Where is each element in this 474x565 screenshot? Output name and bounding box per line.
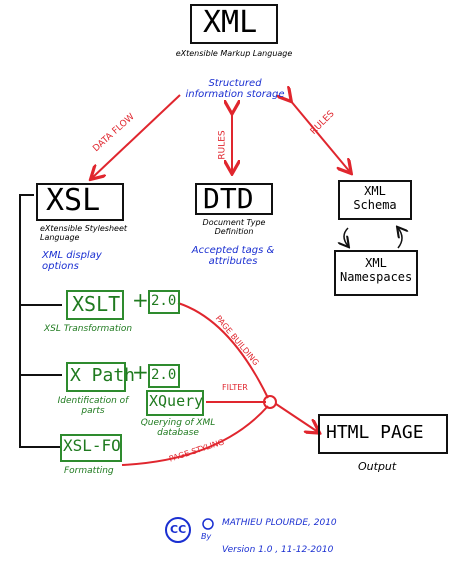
xsl-box: [36, 183, 124, 221]
xpath-title: X Path: [70, 365, 136, 386]
xslfo-box: [60, 434, 122, 462]
xsl-note: XML display options: [42, 250, 102, 272]
xpath-version: 2.0: [151, 367, 177, 383]
credit-by: By: [201, 532, 212, 541]
xslt-plus: +: [132, 288, 149, 312]
xml-box: [190, 4, 278, 44]
line-page-styling: [121, 405, 269, 466]
xslt-version-box: [148, 290, 180, 314]
xml-title: XML: [203, 5, 258, 40]
xsl-subtitle: eXtensible Stylesheet Language: [40, 224, 127, 242]
xquery-box: [146, 390, 204, 416]
cc-logo-text: CC: [170, 523, 187, 536]
html-box: [318, 414, 448, 454]
arrow-data-flow: [92, 94, 181, 178]
dtd-title: DTD: [203, 182, 254, 215]
html-caption: Output: [358, 460, 397, 473]
namespaces-box: [334, 250, 418, 296]
xpath-plus: +: [132, 360, 149, 384]
dtd-box: [195, 183, 273, 215]
line-page-building: [177, 302, 269, 399]
credit-version: Version 1.0 , 11-12-2010: [222, 545, 334, 555]
label-rules-dtd: RULES: [217, 130, 228, 160]
namespaces-title: XML Namespaces: [340, 256, 413, 284]
dtd-subtitle: Document Type Definition: [202, 218, 266, 236]
xslt-version: 2.0: [151, 293, 177, 309]
merge-node: [263, 395, 277, 409]
dtd-note: Accepted tags & attributes: [191, 245, 275, 267]
xslt-title: XSLT: [72, 292, 121, 316]
html-title: HTML PAGE: [326, 422, 424, 443]
xslfo-title: XSL-FO: [63, 436, 121, 455]
xslfo-caption: Formatting: [64, 466, 114, 476]
xml-subtitle: eXtensible Markup Language: [175, 49, 293, 58]
arrow-to-html: [275, 403, 318, 432]
by-logo-circle: [202, 518, 214, 530]
xml-note: Structured information storage: [185, 78, 285, 100]
xpath-box: [66, 362, 126, 392]
arrow-schema-ns-left: [344, 227, 348, 246]
arrow-rules-schema: [290, 100, 350, 172]
label-filter: FILTER: [222, 383, 248, 392]
xquery-title: XQuery: [149, 392, 204, 410]
xslt-caption: XSL Transformation: [44, 324, 133, 334]
schema-box: [338, 180, 412, 220]
xpath-caption: Identification of parts: [57, 396, 129, 416]
xsl-tree-line: [19, 194, 62, 448]
arrow-schema-ns-right: [398, 228, 402, 249]
cc-logo-circle: [165, 517, 191, 543]
xsl-title: XSL: [46, 183, 101, 218]
xpath-version-box: [148, 364, 180, 388]
schema-title: XML Schema: [353, 184, 397, 212]
credit-author: MATHIEU PLOURDE, 2010: [222, 518, 337, 528]
xquery-caption: Querying of XML database: [140, 418, 216, 438]
xslt-box: [66, 290, 124, 320]
